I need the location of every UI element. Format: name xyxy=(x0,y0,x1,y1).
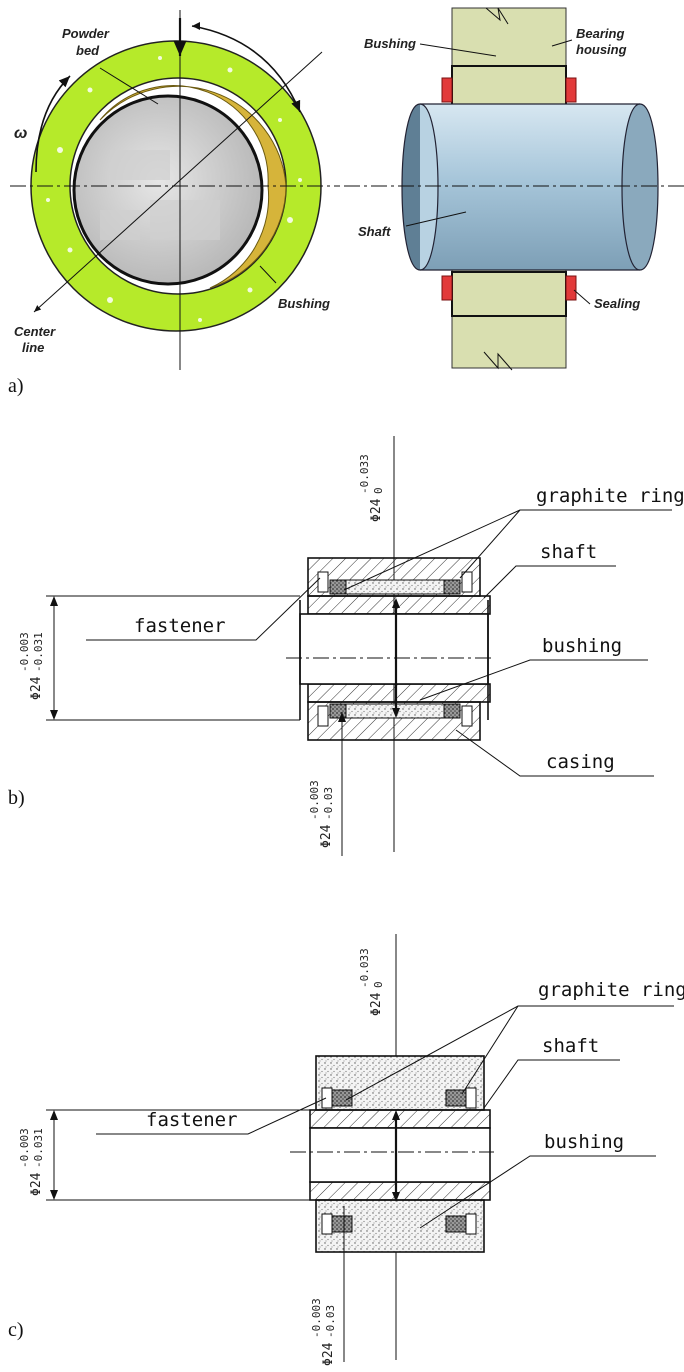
c-shaft-label: shaft xyxy=(542,1035,599,1057)
seal-top-right xyxy=(565,77,577,103)
b-graphite-br xyxy=(443,703,461,719)
rotation-arc-right xyxy=(191,25,301,113)
svg-text:Φ24: Φ24 xyxy=(321,1342,336,1366)
c-fastener-tl xyxy=(321,1087,333,1109)
b-graphite-bl xyxy=(329,703,347,719)
panel-b-tag: b) xyxy=(8,787,25,809)
bushing-leader-a xyxy=(259,265,277,284)
b-bushing-label: bushing xyxy=(542,635,622,657)
b-shaft-label: shaft xyxy=(540,541,597,563)
bushing-lower xyxy=(451,271,567,317)
c-fastener-bl xyxy=(321,1213,333,1235)
shaft-body xyxy=(420,104,640,270)
powder-bed-leader xyxy=(99,67,159,105)
c-bushing-label: bushing xyxy=(544,1131,624,1153)
b-graphite-tl xyxy=(329,579,347,595)
bushing-label-right: Bushing xyxy=(364,36,416,51)
c-fastener-label: fastener xyxy=(146,1109,238,1131)
c-fastener-tr xyxy=(465,1087,477,1109)
powder-bed-label-1: Powder xyxy=(62,26,110,41)
b-graphite-tr xyxy=(443,579,461,595)
bushing-label-left: Bushing xyxy=(278,296,330,311)
shaft-label: Shaft xyxy=(358,224,391,239)
svg-text:-0.03: -0.03 xyxy=(322,787,335,820)
omega-label: ω xyxy=(14,125,27,142)
svg-text:-0.003: -0.003 xyxy=(308,780,321,820)
b-fastener-label: fastener xyxy=(134,615,226,637)
seal-bottom-right xyxy=(565,275,577,301)
svg-text:-0.003: -0.003 xyxy=(310,1298,323,1338)
b-dim-top: Φ24 -0.033 0 xyxy=(358,454,385,522)
c-fastener-br xyxy=(465,1213,477,1235)
seal-top-left xyxy=(441,77,453,103)
shaft-core xyxy=(72,94,264,286)
c-shaft-sleeve-top xyxy=(309,1109,491,1129)
center-line-label-2: line xyxy=(22,340,44,355)
c-dim-left: Φ24 -0.003 -0.031 xyxy=(18,1128,45,1196)
b-fastener-tr xyxy=(461,571,473,593)
panel-c: graphite ring shaft fastener bushing Φ24… xyxy=(8,934,684,1366)
b-graphite-ring-label: graphite ring xyxy=(536,485,684,507)
svg-text:-0.031: -0.031 xyxy=(32,1128,45,1168)
b-bushing-top xyxy=(307,595,491,615)
omega-arc xyxy=(35,75,71,173)
svg-text:-0.033: -0.033 xyxy=(358,948,371,988)
svg-text:0: 0 xyxy=(372,981,385,988)
b-fastener-tl xyxy=(317,571,329,593)
svg-text:Φ24: Φ24 xyxy=(369,498,384,522)
b-bushing-bottom xyxy=(307,683,491,703)
panel-c-tag: c) xyxy=(8,1319,24,1341)
c-shaft xyxy=(309,1127,491,1183)
b-dim-bottom: Φ24 -0.003 -0.03 xyxy=(308,780,335,848)
c-graphite-ring-label: graphite ring xyxy=(538,979,684,1001)
ring-speckles xyxy=(46,56,302,322)
center-line-label-1: Center xyxy=(14,324,56,339)
b-fastener-bl xyxy=(317,705,329,727)
bearing-housing-label-2: housing xyxy=(576,42,627,57)
core-texture xyxy=(100,150,220,240)
center-line-diagonal xyxy=(33,51,323,313)
powder-bed xyxy=(99,85,287,289)
svg-text:Φ24: Φ24 xyxy=(319,824,334,848)
bearing-housing-label-1: Bearing xyxy=(576,26,624,41)
c-graphite-br xyxy=(445,1215,467,1233)
svg-text:0: 0 xyxy=(372,487,385,494)
panel-b: graphite ring shaft fastener bushing cas… xyxy=(8,436,684,856)
c-dim-top: Φ24 -0.033 0 xyxy=(358,948,385,1016)
sealing-label: Sealing xyxy=(594,296,640,311)
b-dim-left: Φ24 -0.003 -0.031 xyxy=(18,632,45,700)
c-dim-bottom: Φ24 -0.003 -0.03 xyxy=(310,1298,337,1366)
svg-text:-0.033: -0.033 xyxy=(358,454,371,494)
svg-text:-0.003: -0.003 xyxy=(18,632,31,672)
powder-bed-label-2: bed xyxy=(76,43,100,58)
c-shaft-sleeve-bottom xyxy=(309,1181,491,1201)
seal-bottom-left xyxy=(441,275,453,301)
b-shaft xyxy=(299,613,489,685)
c-graphite-bl xyxy=(331,1215,353,1233)
panel-a-tag: a) xyxy=(8,375,24,397)
svg-text:Φ24: Φ24 xyxy=(369,992,384,1016)
svg-text:Φ24: Φ24 xyxy=(29,1172,44,1196)
bearing-assembly: Bearing housing Bushing Shaft Sealing xyxy=(344,7,684,371)
svg-text:-0.031: -0.031 xyxy=(32,632,45,672)
b-casing-label: casing xyxy=(546,751,615,773)
svg-text:Φ24: Φ24 xyxy=(29,676,44,700)
b-fastener-br xyxy=(461,705,473,727)
svg-text:-0.003: -0.003 xyxy=(18,1128,31,1168)
panel-a: Powder bed ω Center line Bushing xyxy=(8,7,684,397)
svg-text:-0.03: -0.03 xyxy=(324,1305,337,1338)
